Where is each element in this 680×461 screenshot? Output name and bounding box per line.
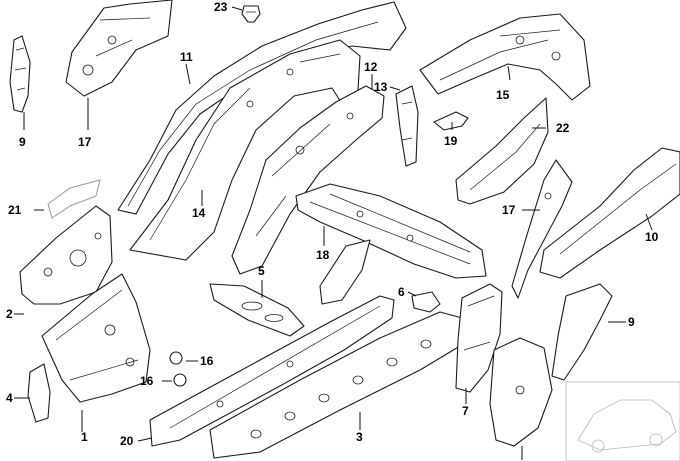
part-11-roof-frame <box>117 1 407 215</box>
callout-part-21: 21 <box>8 203 22 217</box>
part-9-upper-pillar-trim <box>9 35 31 113</box>
part-4-lower-bracket <box>27 363 51 423</box>
callout-part-17-right: 17 <box>502 203 516 217</box>
part-10-rear-side-rail <box>539 147 680 279</box>
part-2-front-panel <box>19 205 113 305</box>
callout-part-20: 20 <box>120 434 134 448</box>
callout-part-4: 4 <box>6 391 13 405</box>
callout-part-9-upper: 9 <box>19 135 26 149</box>
part-19-small-bracket <box>433 111 469 131</box>
callout-part-16-upper: 16 <box>200 354 214 368</box>
part-15-rear-rail <box>419 13 591 101</box>
callout-part-14: 14 <box>192 206 206 220</box>
part-6-small-plate <box>411 291 441 313</box>
part-18-cross-member <box>295 183 487 305</box>
part-17-upper-bracket <box>65 0 173 97</box>
callout-part-13: 13 <box>374 80 388 94</box>
callout-part-19: 19 <box>444 134 458 148</box>
part-13-pillar-reinforcement <box>395 85 419 167</box>
callout-part-3: 3 <box>356 430 363 444</box>
callout-part-22: 22 <box>556 121 570 135</box>
part-17-right-bracket <box>511 159 573 299</box>
part-7-pillar-lower <box>455 283 503 393</box>
callout-part-9-right: 9 <box>628 315 635 329</box>
part-20-outer-sill <box>149 295 395 447</box>
part-1-hinge-pillar <box>41 273 151 403</box>
leader-lines <box>14 6 653 460</box>
callout-part-1: 1 <box>81 430 88 444</box>
vehicle-thumbnail <box>565 381 680 461</box>
callout-part-2: 2 <box>6 307 13 321</box>
callout-part-23: 23 <box>214 0 228 14</box>
part-16-fasteners <box>169 351 187 387</box>
part-12-pillar-upper <box>231 85 385 275</box>
callout-part-6: 6 <box>398 285 405 299</box>
part-5-floor-bracket <box>209 283 305 337</box>
part-23-clip <box>241 5 261 23</box>
callout-part-16-lower: 16 <box>140 374 154 388</box>
part-22-wheelhouse-panel <box>455 97 549 205</box>
callout-part-18: 18 <box>316 248 330 262</box>
callout-part-11: 11 <box>180 50 193 64</box>
part-9-right-pillar-trim <box>551 283 613 381</box>
callout-part-7: 7 <box>462 404 469 418</box>
callout-part-10: 10 <box>645 230 659 244</box>
callout-part-15: 15 <box>496 88 510 102</box>
part-door-pillar-panel <box>489 337 553 447</box>
callout-part-5: 5 <box>258 264 265 278</box>
callout-part-12: 12 <box>364 60 378 74</box>
part-21-ghost-bracket <box>47 179 101 219</box>
callout-part-17-upper: 17 <box>78 135 92 149</box>
